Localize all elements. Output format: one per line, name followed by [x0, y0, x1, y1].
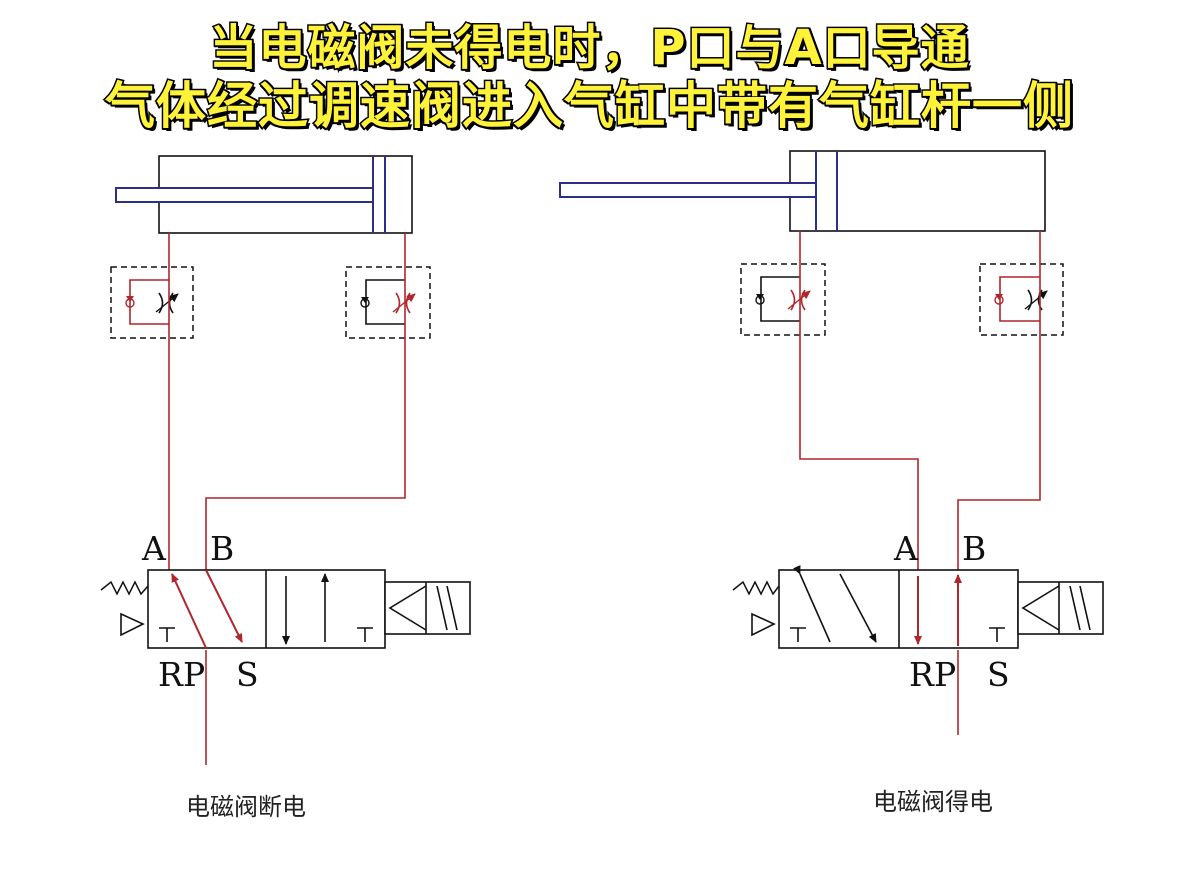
solenoid-coil-icon	[384, 581, 471, 635]
right-flow-control-valve-a	[740, 263, 826, 336]
right-cylinder	[559, 150, 1046, 232]
left-piston-rod	[115, 187, 374, 203]
right-port-p-label: P	[934, 655, 956, 694]
left-flow-control-valve-b	[345, 266, 431, 339]
right-circuit: A B R P S 电磁阀得电	[559, 150, 1104, 816]
left-port-r-label: R	[158, 655, 184, 694]
right-port-r-label: R	[909, 655, 935, 694]
left-pipes	[168, 233, 406, 765]
left-caption: 电磁阀断电	[186, 793, 306, 821]
right-pipes	[799, 231, 1041, 735]
spring-icon	[732, 580, 780, 596]
pilot-triangle-icon	[120, 612, 145, 637]
left-flow-control-valve-a	[110, 266, 194, 339]
left-port-b-label: B	[210, 529, 234, 568]
title-line-2: 气体经过调速阀进入气缸中带有气缸杆一侧	[104, 76, 1075, 137]
left-circuit: A B R P S 电磁阀断电	[100, 155, 471, 821]
solenoid-coil-icon	[1017, 581, 1104, 635]
right-caption: 电磁阀得电	[873, 788, 993, 816]
left-solenoid-valve	[100, 569, 471, 649]
left-cylinder	[115, 155, 413, 234]
right-solenoid-valve	[732, 565, 1104, 649]
right-port-a-label: A	[893, 529, 919, 568]
right-piston-rod	[559, 182, 817, 198]
left-port-p-label: P	[183, 655, 205, 694]
left-port-s-label: S	[236, 655, 259, 694]
pilot-triangle-icon	[751, 612, 776, 637]
title-line-1: 当电磁阀未得电时，P口与A口导通	[208, 19, 970, 78]
left-port-a-label: A	[141, 529, 167, 568]
spring-icon	[100, 580, 149, 596]
right-port-s-label: S	[987, 655, 1010, 694]
right-flow-control-valve-b	[979, 263, 1064, 336]
right-port-b-label: B	[962, 529, 986, 568]
